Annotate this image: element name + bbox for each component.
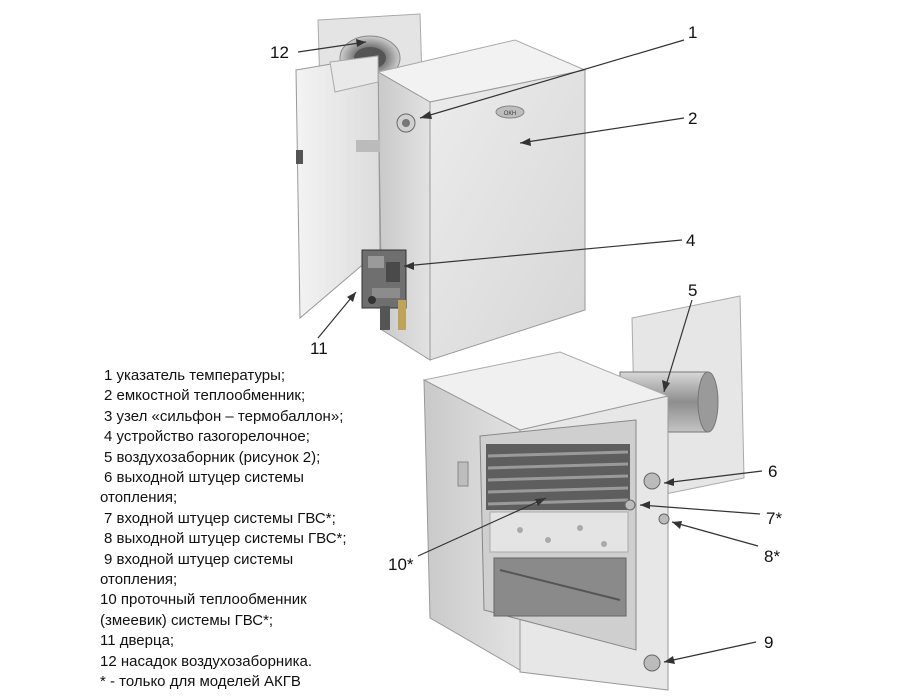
callout-1: 1 bbox=[688, 23, 697, 42]
outlet-fitting-heating bbox=[643, 472, 661, 490]
boiler-logo bbox=[495, 105, 525, 119]
callout-5: 5 bbox=[688, 281, 697, 300]
legend-item: 10 проточный теплообменник bbox=[100, 591, 307, 609]
legend-item: 11 дверца; bbox=[100, 632, 175, 650]
door-latch bbox=[296, 150, 303, 164]
legend-item: 6 выходной штуцер системы bbox=[104, 469, 304, 487]
legend-item: отопления; bbox=[100, 571, 178, 589]
combustion-chamber bbox=[493, 557, 627, 617]
inlet-fitting-heating bbox=[643, 654, 661, 672]
legend-item: 2 емкостной теплообменник; bbox=[104, 387, 306, 405]
callout-8: 8* bbox=[764, 547, 780, 566]
outlet-fitting-dhw bbox=[658, 513, 670, 525]
callout-2: 2 bbox=[688, 109, 697, 128]
inlet-fitting-dhw bbox=[624, 499, 636, 511]
callout-12: 12 bbox=[270, 43, 289, 62]
boiler-front bbox=[429, 69, 586, 361]
legend-item: 3 узел «сильфон – термобаллон»; bbox=[104, 407, 344, 425]
legend-item: 7 входной штуцер системы ГВС*; bbox=[104, 509, 336, 527]
callout-labels: 1 2 4 5 6 7* 8* 9 10* 11 12 bbox=[270, 23, 782, 652]
leader-lines bbox=[297, 39, 763, 663]
boiler-logo-text: ОКН bbox=[504, 111, 517, 117]
legend-item: отопления; bbox=[100, 489, 178, 507]
callout-4: 4 bbox=[686, 231, 695, 250]
legend-item: 9 входной штуцер системы bbox=[104, 550, 294, 568]
legend-item: 1 указатель температуры; bbox=[104, 367, 286, 384]
callout-6: 6 bbox=[768, 462, 777, 481]
callout-9: 9 bbox=[764, 633, 773, 652]
lower-boiler bbox=[422, 295, 745, 691]
upper-boiler: ОКН bbox=[295, 13, 587, 361]
gas-burner bbox=[361, 249, 407, 330]
leader-arrowheads bbox=[347, 39, 682, 664]
legend-item: * - только для моделей АКГВ bbox=[100, 673, 301, 691]
legend-item: 4 устройство газогорелочное; bbox=[104, 428, 310, 446]
callout-7: 7* bbox=[766, 509, 782, 528]
callout-10: 10* bbox=[388, 555, 414, 574]
parts-legend: 1 указатель температуры; 2 емкостной теп… bbox=[100, 366, 420, 693]
legend-item: 12 насадок воздухозаборника. bbox=[100, 652, 312, 670]
legend-item: 8 выходной штуцер системы ГВС*; bbox=[104, 530, 347, 548]
legend-item: (змеевик) системы ГВС*; bbox=[100, 611, 274, 629]
flow-heat-exchanger bbox=[486, 444, 630, 510]
callout-11: 11 bbox=[310, 339, 328, 358]
legend-item: 5 воздухозаборник (рисунок 2); bbox=[104, 448, 321, 466]
